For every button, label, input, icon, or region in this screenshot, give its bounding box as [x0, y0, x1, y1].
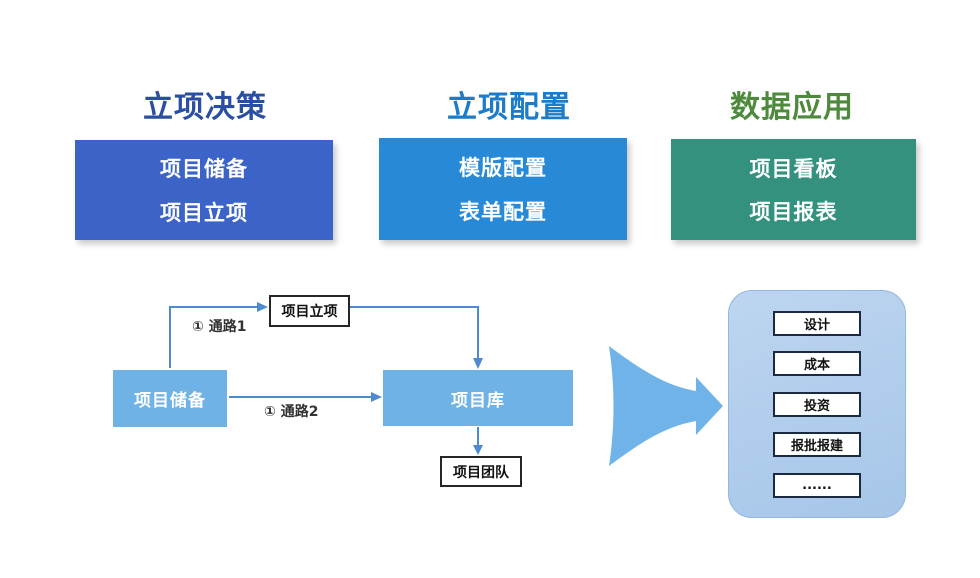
data-app-box-line-1: 项目看板 — [749, 156, 838, 181]
panel-item-approval: 报批报建 — [773, 432, 861, 457]
output-panel: 设计 成本 投资 报批报建 ...... — [728, 290, 906, 518]
edge-path2-arrowhead-icon — [371, 392, 382, 402]
node-project-team-label: 项目团队 — [453, 464, 509, 481]
column-header-data-app: 数据应用 — [730, 90, 854, 125]
column-header-decision: 立项决策 — [143, 90, 267, 125]
node-project-library-label: 项目库 — [451, 390, 505, 411]
node-project-reserve: 项目储备 — [113, 370, 227, 427]
edge-label-path2: ① 通路2 — [264, 404, 319, 420]
node-project-initiation-label: 项目立项 — [281, 304, 338, 320]
decision-box-line-1: 项目储备 — [160, 157, 248, 182]
panel-item-design: 设计 — [773, 310, 861, 336]
panel-item-cost: 成本 — [773, 351, 861, 376]
edge-initiation-to-library-line — [348, 306, 479, 361]
panel-item-ellipsis: ...... — [773, 472, 861, 498]
decision-box: 项目储备 项目立项 — [75, 140, 333, 240]
edge-label-path1: ① 通路1 — [192, 319, 247, 335]
config-box-line-1: 模版配置 — [459, 156, 547, 180]
decision-box-line-2: 项目立项 — [160, 200, 248, 225]
config-box-line-2: 表单配置 — [459, 200, 547, 224]
edge-initiation-to-library-arrowhead-icon — [473, 358, 483, 369]
config-box: 模版配置 表单配置 — [379, 138, 627, 240]
data-app-box-line-2: 项目报表 — [749, 200, 838, 225]
funnel-arrow-icon — [609, 346, 723, 466]
edge-library-to-team-arrowhead-icon — [473, 445, 483, 455]
node-project-initiation: 项目立项 — [269, 295, 350, 327]
edge-path1-arrowhead-icon — [257, 302, 268, 312]
node-project-team: 项目团队 — [440, 456, 522, 487]
data-app-box: 项目看板 项目报表 — [671, 139, 916, 240]
column-header-config: 立项配置 — [447, 90, 571, 125]
panel-item-investment: 投资 — [773, 391, 861, 417]
node-project-library: 项目库 — [383, 370, 573, 426]
node-project-reserve-label: 项目储备 — [134, 391, 206, 411]
